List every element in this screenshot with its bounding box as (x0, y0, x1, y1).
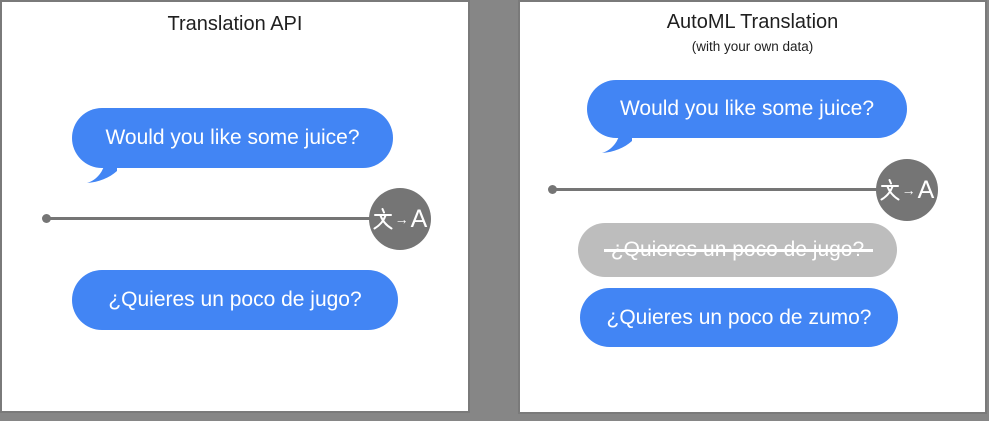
final-translation-bubble: ¿Quieres un poco de zumo? (580, 288, 898, 347)
panel-subtitle: (with your own data) (691, 39, 814, 54)
panel-automl-translation: AutoML Translation (with your own data) … (518, 0, 987, 414)
arrow-glyph: → (901, 182, 916, 198)
flow-line (47, 217, 377, 220)
source-bubble: Would you like some juice? (72, 108, 393, 183)
rejected-translation-bubble: ¿Quieres un poco de jugo? (578, 223, 897, 277)
bubble-tail (602, 131, 632, 153)
panel-title: Translation API (167, 13, 303, 35)
flow-start-dot (42, 214, 51, 223)
letter-a-glyph: A (410, 204, 428, 233)
strikethrough-line (604, 249, 873, 252)
flow-line (553, 188, 883, 191)
translate-icon: → A (369, 188, 431, 250)
cjk-character-glyph (373, 208, 393, 230)
translated-bubble: ¿Quieres un poco de jugo? (72, 270, 398, 330)
cjk-character-glyph (880, 179, 900, 201)
final-bubble-text: ¿Quieres un poco de zumo? (606, 305, 872, 329)
panel-translation-api: Translation API Would you like some juic… (0, 0, 470, 413)
flow-start-dot (548, 185, 557, 194)
arrow-glyph: → (394, 211, 409, 227)
panel-title: AutoML Translation (666, 11, 839, 33)
letter-a-glyph: A (917, 175, 935, 204)
source-bubble-text: Would you like some juice? (619, 97, 875, 120)
source-bubble: Would you like some juice? (587, 80, 907, 153)
source-bubble-text: Would you like some juice? (105, 126, 360, 149)
translate-icon: → A (876, 159, 938, 221)
bubble-tail (87, 161, 117, 183)
translated-bubble-text: ¿Quieres un poco de jugo? (108, 288, 362, 311)
